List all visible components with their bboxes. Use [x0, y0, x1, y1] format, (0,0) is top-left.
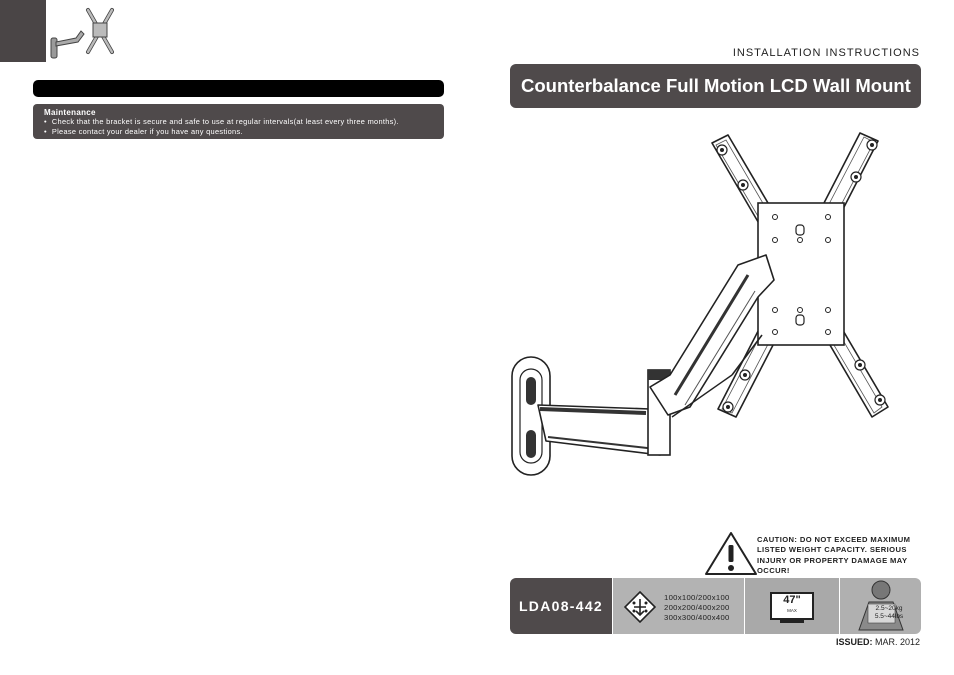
- tv-screen-icon: [770, 592, 814, 623]
- vesa-line: 100x100/200x100: [664, 593, 730, 602]
- caution-text: CAUTION: DO NOT EXCEED MAXIMUM LISTED WE…: [757, 535, 927, 577]
- model-number: LDA08-442: [510, 578, 612, 634]
- product-title: Counterbalance Full Motion LCD Wall Moun…: [510, 64, 921, 108]
- corner-tab: [0, 0, 46, 62]
- weight-icon: [858, 580, 904, 631]
- weight-imperial: 5.5~44lbs: [874, 613, 904, 620]
- section-header-bar: [33, 80, 444, 97]
- caution-label: CAUTION:: [757, 535, 798, 544]
- screen-size-panel: 47" MAX: [745, 578, 839, 634]
- vesa-patterns: 100x100/200x100 200x200/400x200 300x300/…: [664, 593, 730, 623]
- screen-size-max: MAX: [787, 608, 797, 613]
- screen-size: 47": [783, 594, 801, 606]
- issued-value: MAR. 2012: [874, 637, 920, 647]
- maintenance-item: Please contact your dealer if you have a…: [44, 127, 444, 137]
- maintenance-list: Check that the bracket is secure and saf…: [44, 117, 444, 136]
- issued-label: ISSUED:: [835, 637, 873, 647]
- issued-date: ISSUED: MAR. 2012: [836, 637, 920, 647]
- wall-mount-illustration: [511, 132, 889, 476]
- maintenance-box: Maintenance Check that the bracket is se…: [33, 104, 444, 139]
- weight-metric: 2.5~20kg: [875, 605, 903, 612]
- vesa-line: 300x300/400x400: [664, 613, 730, 622]
- maintenance-item: Check that the bracket is secure and saf…: [44, 117, 444, 127]
- maintenance-heading: Maintenance: [44, 108, 96, 117]
- caution-message: DO NOT EXCEED MAXIMUM LISTED WEIGHT CAPA…: [757, 535, 911, 576]
- vesa-pattern-icon: [624, 591, 656, 623]
- spec-bar: LDA08-442 100x100/200x100 200x200/400x20…: [510, 578, 921, 634]
- vesa-panel: 100x100/200x100 200x200/400x200 300x300/…: [613, 578, 744, 634]
- document-type: INSTALLATION INSTRUCTIONS: [732, 47, 920, 59]
- warning-triangle-icon: [705, 532, 757, 575]
- mount-thumbnail-icon: [50, 8, 114, 59]
- vesa-line: 200x200/400x200: [664, 603, 730, 612]
- weight-panel: 2.5~20kg 5.5~44lbs: [840, 578, 921, 634]
